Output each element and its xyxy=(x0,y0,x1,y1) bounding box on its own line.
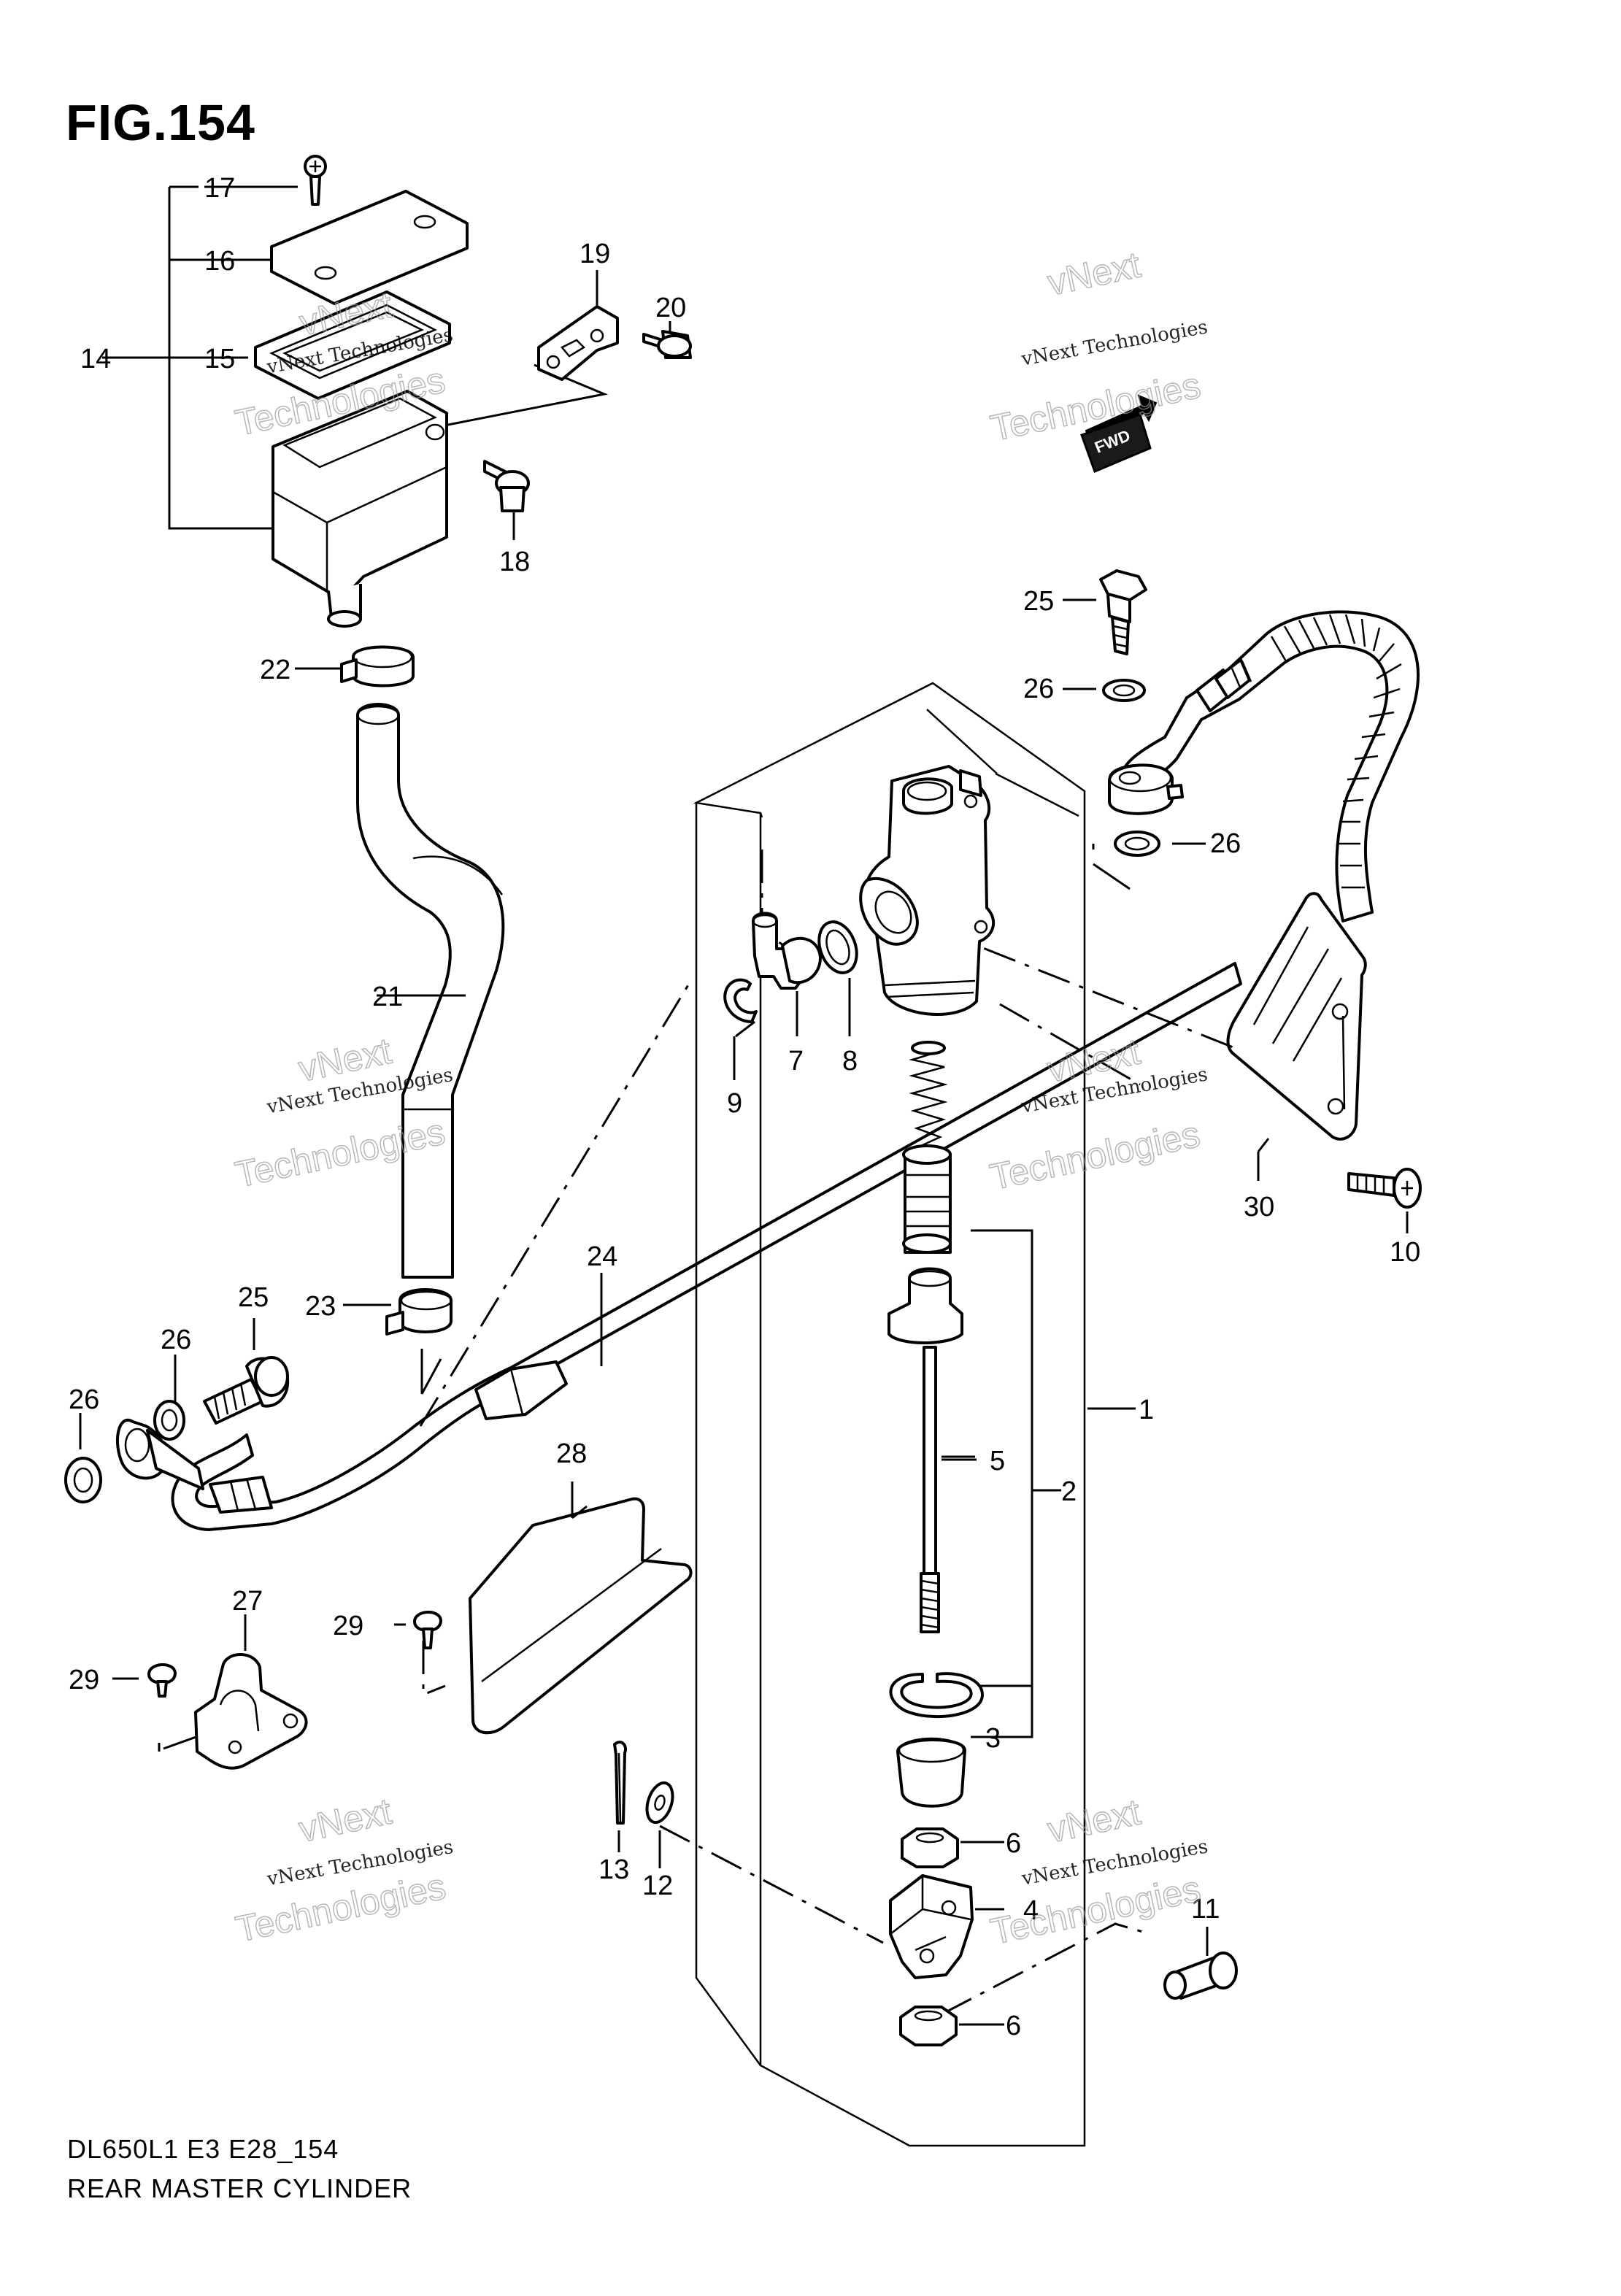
callout-29a: 29 xyxy=(69,1665,99,1695)
callout-6a: 6 xyxy=(1006,1828,1021,1859)
callout-3: 3 xyxy=(985,1723,1001,1754)
callout-13: 13 xyxy=(598,1854,629,1885)
callout-7: 7 xyxy=(788,1046,804,1076)
washer-26a xyxy=(64,1457,102,1503)
callout-24: 24 xyxy=(587,1241,617,1272)
callout-22: 22 xyxy=(260,655,290,685)
callout-27: 27 xyxy=(232,1586,263,1617)
watermark-vnext-5: vNext xyxy=(295,1791,395,1850)
watermark-tech-6: Technologies xyxy=(987,1868,1204,1952)
master-cylinder-frame xyxy=(693,682,1136,2147)
callout-10: 10 xyxy=(1390,1237,1420,1268)
callout-25b: 25 xyxy=(1023,586,1054,617)
callout-1: 1 xyxy=(1139,1395,1154,1425)
callout-28: 28 xyxy=(556,1438,587,1469)
reservoir-body-14 xyxy=(272,390,448,600)
footer-model-code: DL650L1 E3 E28_154 xyxy=(67,2134,339,2164)
nut-6b xyxy=(899,2006,958,2046)
watermark-vnext-2: vNext xyxy=(1044,244,1144,303)
callout-16: 16 xyxy=(204,246,235,277)
guard-28 xyxy=(469,1482,693,1735)
circlip-9 xyxy=(723,978,758,1023)
hose-right xyxy=(1121,610,1420,922)
callout-30: 30 xyxy=(1244,1192,1274,1222)
callout-26a: 26 xyxy=(69,1384,99,1415)
callout-2: 2 xyxy=(1061,1476,1077,1507)
callout-20: 20 xyxy=(655,293,686,323)
hose-bracket-30 xyxy=(1226,892,1367,1141)
callout-19: 19 xyxy=(580,239,610,269)
screw-29b xyxy=(413,1610,442,1632)
callout-23: 23 xyxy=(305,1291,336,1322)
hose-group xyxy=(295,645,505,1395)
washer-26c xyxy=(1102,679,1146,702)
callout-17: 17 xyxy=(204,173,235,204)
callout-12: 12 xyxy=(642,1871,673,1901)
nut-6a xyxy=(901,1827,959,1868)
callout-5: 5 xyxy=(990,1446,1005,1476)
callout-29b: 29 xyxy=(333,1611,363,1641)
watermark-vnext-6: vNext xyxy=(1044,1791,1144,1850)
pin-washer-group xyxy=(613,1741,674,1868)
pipe-clamp-27 xyxy=(194,1653,308,1770)
callout-26d: 26 xyxy=(1210,828,1241,859)
washer-12 xyxy=(645,1781,674,1825)
callout-8: 8 xyxy=(842,1046,858,1076)
boot-3 xyxy=(896,1738,966,1808)
brake-pipe-group xyxy=(64,962,1242,1531)
clevis-pin-11 xyxy=(1163,1927,1238,2000)
watermark-text-2: vNext Technologies xyxy=(1019,316,1209,371)
cylinder-body xyxy=(723,765,1004,2046)
footer-section-name: REAR MASTER CYLINDER xyxy=(67,2173,412,2203)
screw-10 xyxy=(1347,1172,1395,1197)
o-ring-8 xyxy=(817,920,858,974)
callout-18: 18 xyxy=(499,547,530,577)
clevis-4 xyxy=(889,1874,974,1979)
fwd-arrow: FWD xyxy=(1080,394,1158,473)
watermark-tech-4: Technologies xyxy=(987,1114,1204,1198)
washer-26d xyxy=(1114,831,1160,857)
callout-14: 14 xyxy=(80,344,111,374)
callout-6b: 6 xyxy=(1006,2011,1021,2041)
clamp-23 xyxy=(398,1288,453,1333)
bracket-plate-19 xyxy=(537,305,619,381)
hose-right-group xyxy=(1063,569,1422,1233)
clamp-27-group xyxy=(112,1610,442,1770)
callout-11: 11 xyxy=(1191,1894,1220,1925)
screw-29a xyxy=(147,1663,177,1684)
figure-title: FIG.154 xyxy=(66,94,255,151)
callout-26c: 26 xyxy=(1023,674,1054,704)
callout-labels: 1 2 3 4 5 6 6 7 8 9 10 11 12 13 14 15 16… xyxy=(69,173,1420,2041)
callout-4: 4 xyxy=(1023,1895,1039,1926)
callout-21: 21 xyxy=(372,982,403,1012)
callout-25a: 25 xyxy=(238,1282,269,1313)
pushrod-5 xyxy=(887,1267,963,1344)
reservoir-group xyxy=(102,155,692,628)
circlip-2 xyxy=(889,1672,984,1719)
hose-21 xyxy=(356,703,505,1279)
washer-26b xyxy=(153,1400,185,1441)
callout-9: 9 xyxy=(727,1088,742,1119)
reservoir-cap-16 xyxy=(270,190,469,305)
dashed-alignment-lines xyxy=(158,850,1236,2016)
watermark-tech-5: Technologies xyxy=(232,1865,449,1949)
callout-15: 15 xyxy=(204,344,235,374)
callout-26b: 26 xyxy=(161,1325,191,1355)
screw-17 xyxy=(304,155,327,206)
